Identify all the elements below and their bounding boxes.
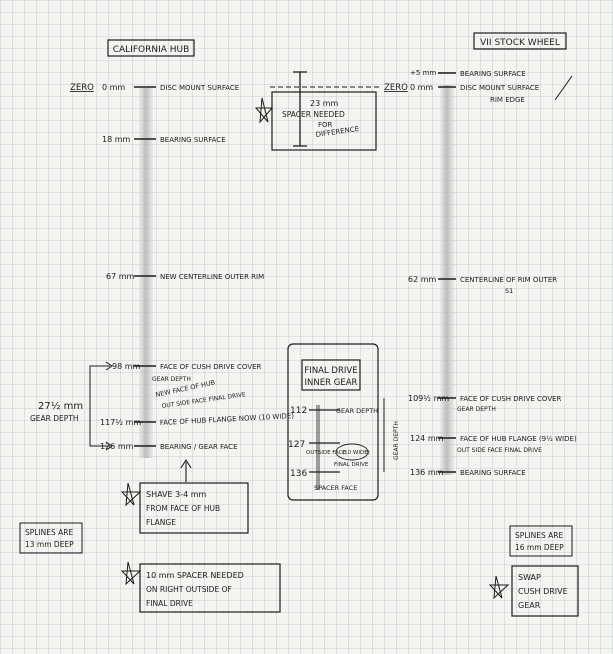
right-mm-0: 0 mm (410, 83, 433, 92)
left-gear-depth-bracket: 27½ mm GEAR DEPTH (30, 361, 113, 451)
right-mm-3: 109½ mm (408, 394, 449, 403)
star-mark-2 (120, 482, 142, 507)
right-axis-shade (440, 85, 454, 475)
spacer10-line1: 10 mm SPACER NEEDED (146, 571, 244, 580)
spacer10-line3: FINAL DRIVE (146, 599, 193, 608)
final-drive-112: 112 (290, 406, 307, 416)
right-title: VII STOCK WHEEL (480, 38, 560, 48)
shave-note-line3: FLANGE (146, 518, 176, 527)
spacer-10mm-note: 10 mm SPACER NEEDED ON RIGHT OUTSIDE OF … (120, 561, 281, 613)
right-label-3: FACE OF CUSH DRIVE COVER (460, 395, 562, 403)
splines-right-line1: SPLINES ARE (515, 531, 564, 540)
right-label-0: DISC MOUNT SURFACE (460, 84, 539, 92)
right-scale: +5 mm BEARING SURFACE ZERO 0 mm DISC MOU… (384, 69, 577, 477)
star-mark-4 (488, 575, 510, 600)
left-label-2: NEW CENTERLINE OUTER RIM (160, 273, 264, 281)
right-zero-label: ZERO (384, 83, 408, 93)
left-title-box: CALIFORNIA HUB (107, 39, 195, 57)
final-drive-spacer-face: SPACER FACE (314, 484, 357, 492)
right-label-4: FACE OF HUB FLANGE (9½ WIDE) (460, 435, 577, 443)
left-mm-1: 18 mm (102, 135, 131, 144)
shave-note-line2: FROM FACE OF HUB (146, 504, 220, 513)
shave-note-line1: SHAVE 3-4 mm (146, 490, 207, 499)
spacer-note-line1: 23 mm (310, 99, 339, 108)
left-gear-depth-value: 27½ mm (38, 400, 83, 412)
splines-right-line2: 16 mm DEEP (515, 543, 564, 552)
final-drive-title2: INNER GEAR (305, 378, 358, 388)
right-rim-edge: RIM EDGE (490, 96, 525, 104)
left-axis-shade (139, 88, 153, 458)
left-mm-4: 117½ mm (100, 418, 141, 427)
final-drive-136: 136 (290, 469, 307, 479)
star-mark-1 (254, 97, 274, 124)
splines-right-note: SPLINES ARE 16 mm DEEP (509, 525, 573, 557)
final-drive-title1: FINAL DRIVE (304, 366, 357, 376)
right-label-plus5: BEARING SURFACE (460, 70, 526, 78)
left-label-5: BEARING / GEAR FACE (160, 443, 238, 451)
star-mark-3 (120, 561, 142, 586)
left-label-1: BEARING SURFACE (160, 136, 226, 144)
final-drive-diagram: FINAL DRIVE INNER GEAR 112 GEAR DEPTH 12… (287, 343, 400, 501)
splines-left-note: SPLINES ARE 13 mm DEEP (19, 522, 83, 554)
right-sub-outside-face: OUT SIDE FACE FINAL DRIVE (457, 447, 542, 454)
left-mm-0: 0 mm (102, 83, 125, 92)
spacer-note-line3: FOR (318, 121, 333, 129)
right-title-box: VII STOCK WHEEL (473, 32, 567, 50)
shave-arrow (180, 458, 192, 482)
shave-note: SHAVE 3-4 mm FROM FACE OF HUB FLANGE (120, 482, 249, 534)
right-mm-plus5: +5 mm (410, 69, 436, 77)
right-label-5: BEARING SURFACE (460, 469, 526, 477)
left-label-0: DISC MOUNT SURFACE (160, 84, 239, 92)
left-gear-depth-label: GEAR DEPTH (30, 414, 79, 423)
splines-left-line2: 13 mm DEEP (25, 540, 74, 549)
right-mm-2: 62 mm (408, 275, 437, 284)
right-mm-5: 136 mm (410, 468, 444, 477)
final-drive-127: 127 (288, 440, 305, 450)
final-drive-vertical-gear-depth: GEAR DEPTH (393, 421, 400, 460)
left-mm-2: 67 mm (106, 272, 135, 281)
swap-note: SWAP CUSH DRIVE GEAR (488, 565, 579, 617)
left-title: CALIFORNIA HUB (113, 45, 190, 55)
left-sub-gear-depth: GEAR DEPTH (152, 376, 191, 383)
final-drive-final: FINAL DRIVE (334, 462, 369, 468)
right-s1: S1 (505, 287, 513, 295)
final-drive-wide: (10 WIDE) (342, 450, 370, 456)
left-mm-5: 126 mm (100, 442, 134, 451)
swap-line1: SWAP (518, 573, 541, 582)
left-mm-3: 98 mm (112, 362, 141, 371)
splines-left-line1: SPLINES ARE (25, 528, 74, 537)
spacer-note-line2: SPACER NEEDED (282, 110, 345, 119)
spacer10-line2: ON RIGHT OUTSIDE OF (146, 585, 232, 594)
swap-line2: CUSH DRIVE (518, 587, 568, 596)
left-zero-label: ZERO (70, 83, 94, 93)
final-drive-outside: OUTSIDE FACE (306, 450, 346, 456)
swap-line3: GEAR (518, 601, 541, 610)
left-label-3: FACE OF CUSH DRIVE COVER (160, 363, 262, 371)
right-sub-gear-depth: GEAR DEPTH (457, 406, 496, 413)
right-mm-4: 124 mm (410, 434, 444, 443)
final-drive-gear-depth: GEAR DEPTH (336, 407, 378, 415)
right-label-2: CENTERLINE OF RIM OUTER (460, 276, 557, 284)
